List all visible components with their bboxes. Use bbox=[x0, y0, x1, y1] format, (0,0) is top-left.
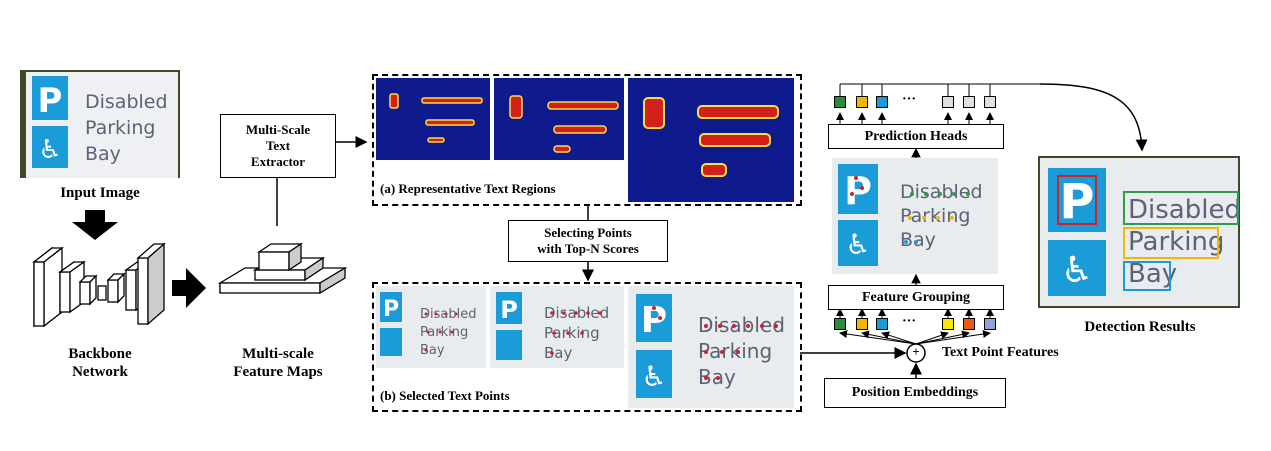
bottom-square-3 bbox=[876, 318, 888, 330]
svg-text:♿: ♿ bbox=[38, 135, 61, 165]
svg-text:P: P bbox=[500, 296, 518, 324]
svg-text:Bay: Bay bbox=[1128, 259, 1177, 289]
text-point-features-label: Text Point Features bbox=[942, 345, 1059, 360]
bottom-square-5 bbox=[963, 318, 975, 330]
heatmap-group bbox=[376, 78, 794, 202]
position-embeddings-box: Position Embeddings bbox=[824, 378, 1006, 408]
text-points-caption: (b) Selected Text Points bbox=[380, 388, 510, 403]
text-regions-caption: (a) Representative Text Regions bbox=[380, 181, 556, 196]
top-square-6 bbox=[984, 96, 996, 108]
fan-out-lines bbox=[839, 330, 991, 345]
svg-text:P: P bbox=[38, 81, 63, 121]
svg-text:P: P bbox=[1059, 174, 1094, 230]
grouped-points-image: P ♿ Disabled Parking Bay bbox=[832, 158, 998, 274]
svg-text:♿: ♿ bbox=[641, 360, 666, 393]
text-regions-panel bbox=[372, 74, 802, 206]
to-detection-arrow bbox=[1039, 83, 1148, 152]
svg-text:Bay: Bay bbox=[544, 344, 572, 362]
bottom-ellipsis: ··· bbox=[902, 314, 917, 329]
feature-grouping-box: Feature Grouping bbox=[828, 285, 1004, 310]
top-square-3 bbox=[876, 96, 888, 108]
svg-text:Disabled: Disabled bbox=[698, 313, 785, 337]
svg-text:Parking: Parking bbox=[544, 324, 600, 342]
top-ellipsis: ··· bbox=[902, 92, 917, 107]
input-image-title: Input Image bbox=[60, 185, 140, 201]
svg-text:♿: ♿ bbox=[1061, 250, 1093, 291]
input-image: P ♿ Disabled Parking Bay bbox=[20, 70, 180, 178]
down-arrow-icon bbox=[72, 210, 118, 240]
bottom-square-1 bbox=[834, 318, 846, 330]
svg-text:Bay: Bay bbox=[420, 343, 445, 358]
svg-text:Parking: Parking bbox=[1128, 227, 1224, 257]
backbone-network-icon bbox=[32, 242, 166, 328]
detection-results-title: Detection Results bbox=[1084, 319, 1196, 335]
grouping-up-lines bbox=[836, 308, 994, 318]
sign-line-1: Disabled bbox=[85, 91, 168, 113]
svg-text:Parking: Parking bbox=[420, 325, 468, 340]
points-image-group: P Disabled Parking Bay P Disabled Parkin… bbox=[376, 286, 794, 408]
bottom-square-6 bbox=[984, 318, 996, 330]
top-square-2 bbox=[856, 96, 868, 108]
text-points-panel bbox=[372, 282, 802, 412]
top-bus-lines bbox=[839, 83, 1040, 96]
right-arrow-icon bbox=[172, 268, 206, 308]
sign-line-2: Parking bbox=[85, 117, 155, 139]
top-square-5 bbox=[963, 96, 975, 108]
svg-text:Disabled: Disabled bbox=[1128, 195, 1240, 225]
bottom-square-4 bbox=[942, 318, 954, 330]
top-square-1 bbox=[834, 96, 846, 108]
svg-text:Parking: Parking bbox=[900, 205, 970, 227]
svg-text:P: P bbox=[844, 169, 872, 213]
feature-maps-icon bbox=[217, 242, 348, 295]
detection-results-image: P ♿ Disabled Parking Bay bbox=[1038, 156, 1240, 308]
svg-text:Disabled: Disabled bbox=[900, 181, 983, 203]
svg-text:♿: ♿ bbox=[845, 228, 870, 261]
prediction-heads-box: Prediction Heads bbox=[828, 124, 1004, 149]
svg-text:Parking: Parking bbox=[698, 339, 772, 363]
svg-text:Bay: Bay bbox=[900, 229, 936, 251]
heads-up-lines bbox=[836, 112, 994, 124]
top-square-4 bbox=[942, 96, 954, 108]
svg-text:P: P bbox=[383, 297, 399, 322]
plus-symbol: + bbox=[912, 344, 920, 359]
svg-text:Disabled: Disabled bbox=[420, 307, 476, 322]
bottom-square-2 bbox=[856, 318, 868, 330]
sign-line-3: Bay bbox=[85, 143, 121, 165]
